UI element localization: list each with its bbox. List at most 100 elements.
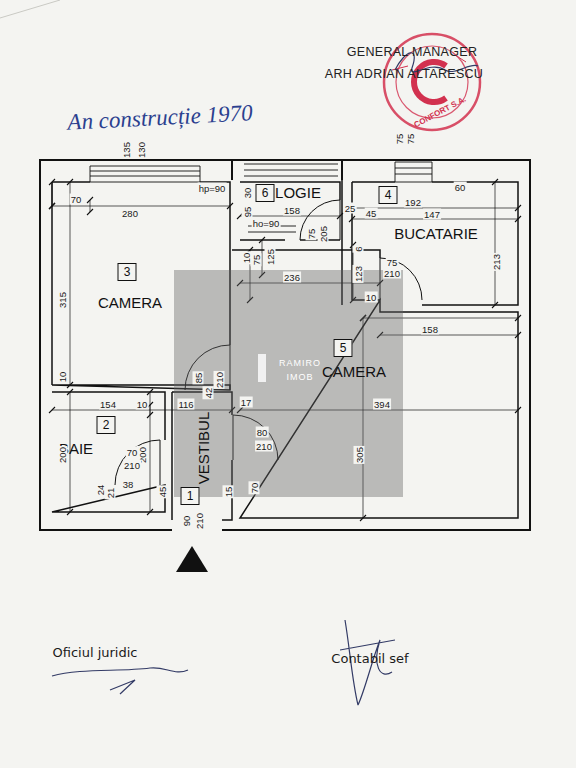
dimension: 154 [99, 399, 117, 410]
dimension-tick [492, 302, 498, 308]
dimension: 95 [242, 206, 253, 219]
dimension: 75 [306, 228, 317, 241]
dimension-line [240, 216, 340, 217]
dimension: 210 [123, 460, 141, 471]
window [395, 162, 432, 182]
handwritten-note: An construcție 1970 [67, 100, 253, 136]
dimension: 213 [491, 253, 502, 271]
room-number: 2 [97, 416, 116, 434]
watermark-text: IMOB [286, 372, 313, 382]
dimension-tick [515, 205, 521, 211]
dimension: 158 [421, 324, 439, 335]
dimension: 75 [386, 257, 399, 268]
dimension: 236 [283, 272, 301, 283]
entrance-arrow [176, 546, 208, 572]
dimension: 135 [121, 141, 132, 159]
signature [52, 53, 478, 705]
room-name: CAMERA [98, 295, 162, 310]
dimension: 10 [57, 371, 68, 384]
header-text: GENERAL MANAGER [347, 45, 477, 59]
dimension: 210 [214, 371, 225, 389]
window [90, 162, 432, 232]
watermark-text: RAMIRO [279, 358, 321, 368]
inner-walls [52, 180, 518, 520]
dimension-tick [49, 179, 55, 185]
watermark [258, 354, 266, 382]
dimension: 17 [240, 397, 253, 408]
room-name: CAMERA [322, 364, 386, 379]
dimension: 60 [454, 182, 467, 193]
dimension-lines [49, 179, 521, 521]
dimension: 394 [373, 399, 391, 410]
entrance-arrow [176, 546, 208, 572]
dimension: hp=90 [198, 183, 227, 194]
dimension: 205 [318, 225, 329, 243]
dimension: 123 [353, 265, 364, 283]
dimension-tick [49, 203, 55, 209]
dimension: 30 [242, 187, 253, 200]
dimension-tick [227, 203, 233, 209]
header-text: ARH ADRIAN ALTARESCU [325, 67, 483, 81]
dimension: 210 [383, 268, 401, 279]
dimension: 25 [344, 203, 357, 214]
dimension: 45 [157, 486, 168, 499]
dimension-tick [147, 389, 153, 395]
window [90, 166, 200, 182]
dimension: ho=90 [252, 218, 281, 229]
dimension: 10 [365, 292, 378, 303]
watermark [174, 270, 403, 497]
dimension: 70 [126, 447, 139, 458]
watermark [174, 270, 403, 497]
dimension-tick [147, 412, 153, 418]
dimension-tick [87, 209, 93, 215]
dimension: 10 [136, 399, 149, 410]
dimension: 42 [203, 387, 214, 400]
room-name: VESTIBUL [196, 412, 211, 485]
outer-wall [40, 160, 530, 530]
dimension-tick [515, 315, 521, 321]
dimension: 210 [194, 512, 205, 530]
dimension: 75 [394, 133, 405, 146]
dimension: 75 [251, 254, 262, 267]
dimension: 21 [105, 487, 116, 500]
dimension: 90 [181, 515, 192, 528]
dimension: 85 [193, 372, 204, 385]
paper-fold [0, 0, 60, 18]
dimension-tick [360, 515, 366, 521]
paper-fold [0, 0, 60, 18]
dimension-tick [67, 382, 73, 388]
dimension: 280 [121, 208, 139, 219]
inner-walls [51, 182, 53, 385]
dimension: 305 [354, 446, 365, 464]
dimension-tick [147, 509, 153, 515]
dimension-tick [515, 407, 521, 413]
room-number: 4 [379, 186, 398, 204]
dimension-line [52, 182, 53, 206]
dimension-tick [492, 179, 498, 185]
dimension: 45 [365, 208, 378, 219]
room-name: BUCATARIE [394, 226, 478, 241]
dimension-tick [259, 237, 265, 243]
dimension-line [52, 206, 230, 207]
dimension: 192 [404, 197, 422, 208]
dimension: 38 [122, 479, 135, 490]
dimension: 70 [249, 482, 260, 495]
dimension-line [90, 200, 91, 212]
window [244, 164, 338, 176]
dimension-tick [87, 197, 93, 203]
dimension: 70 [70, 194, 83, 205]
stamp-text: CONFORT S.A. [413, 95, 468, 130]
dimension-line [150, 392, 151, 512]
room-name: LOGIE [275, 185, 321, 200]
room-number: 3 [118, 263, 137, 281]
dimension: 210 [255, 441, 273, 452]
signature-caption: Contabil sef [331, 651, 408, 666]
outer-wall [232, 160, 342, 180]
dimension: 80 [256, 427, 269, 438]
dimension: 75 [405, 133, 416, 146]
room-number: 1 [181, 487, 200, 505]
dimension: 147 [423, 209, 441, 220]
dimension-line [495, 182, 496, 305]
dimension-tick [67, 389, 73, 395]
